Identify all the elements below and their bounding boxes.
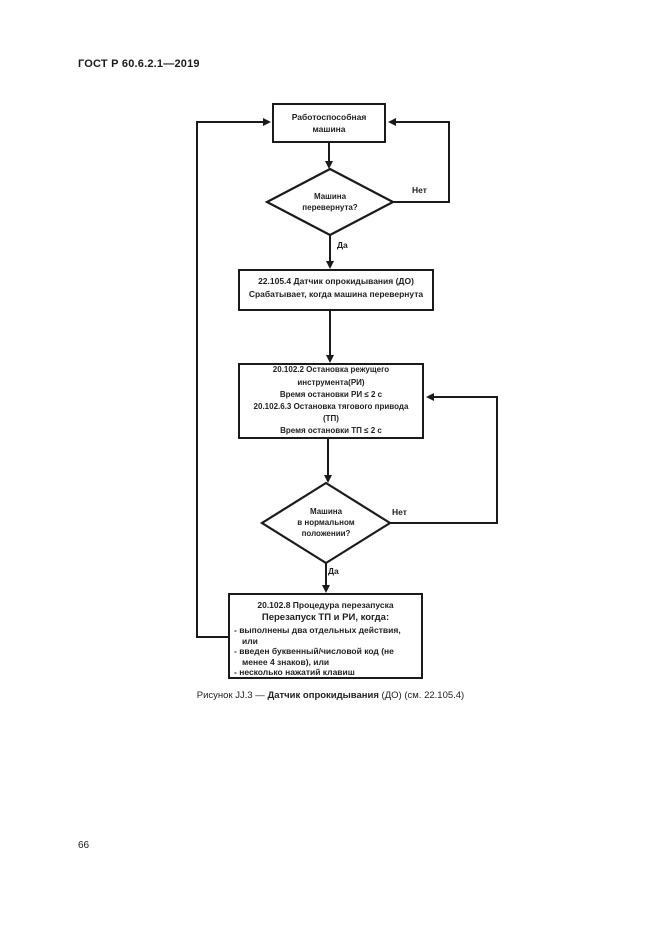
- figure-caption-prefix: Рисунок JJ.3 —: [196, 690, 268, 701]
- restart-box: 20.102.8 Процедура перезапуска Перезапус…: [228, 593, 423, 679]
- sensor-box: 22.105.4 Датчик опрокидывания (ДО) Сраба…: [238, 269, 434, 311]
- sensor-box-description: Срабатывает, когда машина перевернута: [248, 289, 424, 299]
- decision1-question: Машина перевернута?: [302, 192, 358, 212]
- figure-caption: Рисунок JJ.3 — Датчик опрокидывания (ДО)…: [0, 690, 661, 701]
- restart-condition-1: - выполнены два отдельных действия, или: [234, 625, 401, 646]
- restart-box-subtitle: Перезапуск ТП и РИ, когда:: [261, 611, 390, 623]
- sensor-box-title: 22.105.4 Датчик опрокидывания (ДО): [258, 276, 414, 286]
- stop-box-text: 20.102.2 Остановка режущего инструмента(…: [253, 365, 409, 436]
- restart-box-title: 20.102.8 Процедура перезапуска: [257, 600, 394, 610]
- decision2-yes-label: Да: [328, 566, 339, 576]
- restart-condition-2: - введен буквенный/числовой код (не мене…: [234, 646, 394, 667]
- restart-condition-3: - несколько нажатий клавиш: [234, 667, 355, 677]
- document-header: ГОСТ Р 60.6.2.1—2019: [78, 58, 200, 70]
- page-number: 66: [78, 840, 90, 851]
- decision2-question: Машина в нормальном положении?: [297, 507, 355, 538]
- figure-caption-bold: Датчик опрокидывания: [267, 690, 379, 701]
- start-box: Работоспособная машина: [272, 103, 386, 143]
- decision2-no-label: Нет: [392, 507, 407, 517]
- figure-caption-suffix: (ДО) (см. 22.105.4): [378, 690, 465, 701]
- stop-box: 20.102.2 Остановка режущего инструмента(…: [238, 363, 424, 439]
- decision1-yes-label: Да: [337, 240, 348, 250]
- decision1-no-label: Нет: [412, 185, 427, 195]
